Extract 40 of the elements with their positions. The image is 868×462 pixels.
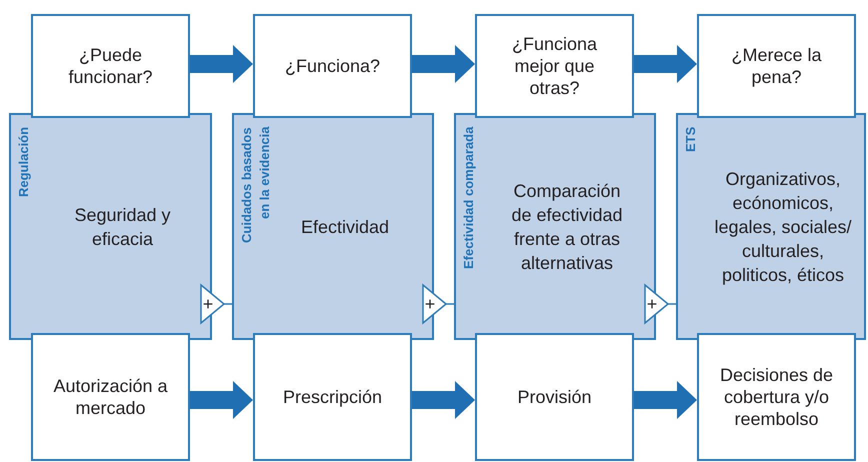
- category-panel: [9, 113, 212, 340]
- question-text: ¿Merece la pena?: [730, 44, 823, 88]
- outcome-text: Decisiones de cobertura y/o reembolso: [718, 364, 834, 430]
- panel-title: Regulación: [15, 127, 32, 200]
- arrow: [422, 284, 454, 324]
- outcome-text: Prescripción: [282, 386, 382, 408]
- question-box: [697, 14, 856, 118]
- category-panel: [454, 113, 656, 340]
- category-panel: [232, 113, 434, 340]
- arrow: [634, 45, 697, 83]
- question-text: ¿Funciona?: [284, 55, 380, 77]
- category-panel: [676, 113, 866, 340]
- edge-label: +: [424, 295, 436, 313]
- outcome-text: Provisión: [517, 386, 592, 408]
- panel-text: Efectividad: [300, 216, 390, 238]
- question-text: ¿Funciona mejor que otras?: [510, 33, 598, 99]
- arrow: [190, 45, 253, 83]
- question-text: ¿Puede funcionar?: [67, 44, 154, 88]
- outcome-box: [31, 333, 190, 461]
- panel-title: Cuidados basados en la evidencia: [238, 127, 273, 245]
- question-box: [475, 14, 634, 118]
- arrow: [200, 284, 232, 324]
- arrow: [190, 381, 253, 419]
- outcome-box: [475, 333, 634, 461]
- arrow: [634, 381, 697, 419]
- edge-label: +: [202, 295, 214, 313]
- arrow: [412, 381, 475, 419]
- question-box: [31, 14, 190, 118]
- panel-text: Comparación de efectividad frente a otras alternativas: [510, 180, 624, 274]
- outcome-box: [253, 333, 412, 461]
- panel-text: Organizativos, ecónomicos, legales, sociales/ culturales, politicos, éticos: [713, 168, 853, 286]
- arrow: [644, 284, 676, 324]
- panel-text: Seguridad y eficacia: [73, 204, 172, 250]
- outcome-text: Autorización a mercado: [52, 375, 168, 419]
- panel-title: Efectividad comparada: [460, 127, 477, 272]
- question-box: [253, 14, 412, 118]
- panel-title: ETS: [682, 127, 699, 154]
- arrow: [412, 45, 475, 83]
- outcome-box: [697, 333, 856, 461]
- edge-label: +: [646, 295, 658, 313]
